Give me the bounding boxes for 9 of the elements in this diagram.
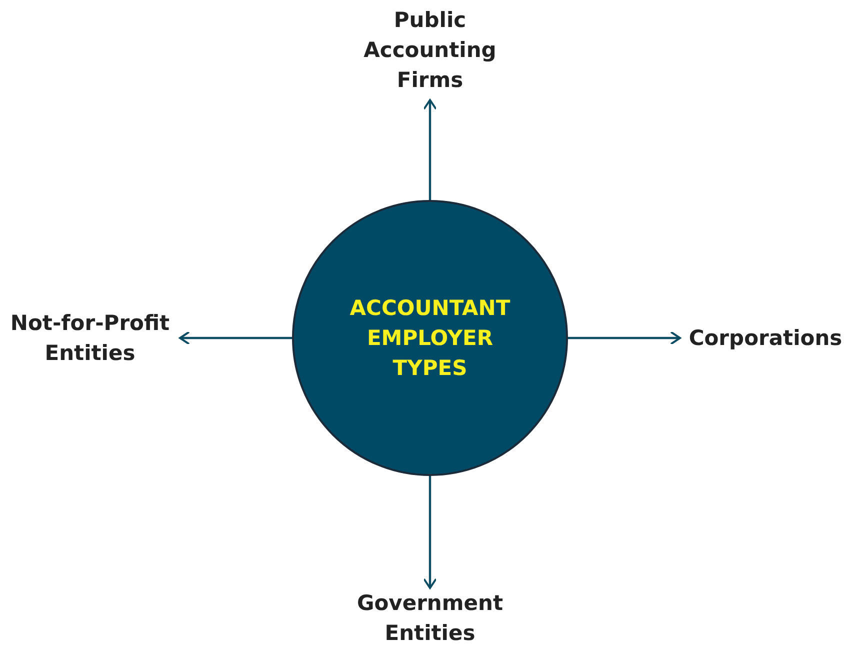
category-label: Not-for-Profit Entities — [9, 310, 171, 366]
arrow — [179, 331, 292, 345]
category-label: Corporations — [688, 325, 842, 352]
arrow — [423, 99, 437, 200]
category-label: Public Accounting Firms — [362, 7, 498, 94]
category-label: Government Entities — [356, 590, 504, 647]
arrow — [423, 476, 437, 589]
arrow — [568, 331, 681, 345]
circle-title: ACCOUNTANT EMPLOYER TYPES — [348, 295, 512, 382]
